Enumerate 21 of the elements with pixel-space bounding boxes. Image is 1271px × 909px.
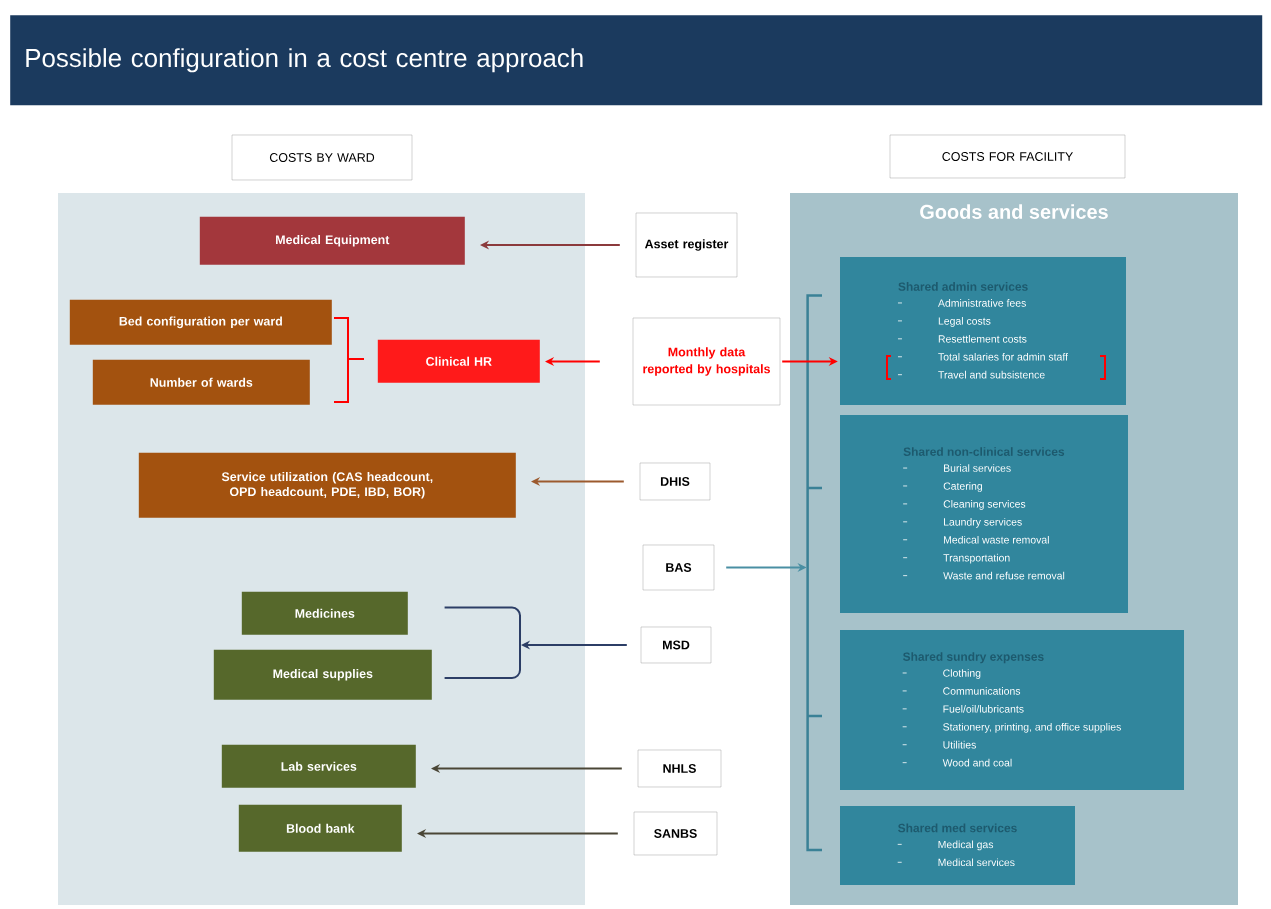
- source-box: DHIS: [639, 462, 711, 501]
- cost-box: Blood bank: [238, 804, 402, 852]
- cost-box: Lab services: [221, 744, 416, 788]
- cost-box: Service utilization (CAS headcount, OPD headcount, PDE, IBD, BOR): [138, 452, 516, 518]
- cost-box: Number of wards: [92, 359, 310, 405]
- source-box: Monthly data reported by hospitals: [632, 317, 781, 406]
- source-box: Asset register: [635, 212, 738, 278]
- cost-box: Medical Equipment: [199, 216, 465, 265]
- cost-box: Bed configuration per ward: [69, 299, 332, 345]
- cost-box: Clinical HR: [377, 339, 540, 383]
- source-box: BAS: [642, 544, 715, 591]
- source-box: MSD: [640, 626, 712, 664]
- source-box: NHLS: [637, 749, 722, 788]
- bracket: [806, 294, 824, 852]
- column-heading-box: COSTS FOR FACILITY: [889, 134, 1126, 179]
- bracket: [443, 606, 521, 679]
- title-bar: Possible configuration in a cost centre approach: [10, 15, 1263, 106]
- column-heading-box: COSTS BY WARD: [231, 134, 413, 181]
- cost-box: Medicines: [241, 591, 408, 635]
- cost-box: Medical supplies: [213, 649, 432, 700]
- source-box: SANBS: [633, 811, 718, 856]
